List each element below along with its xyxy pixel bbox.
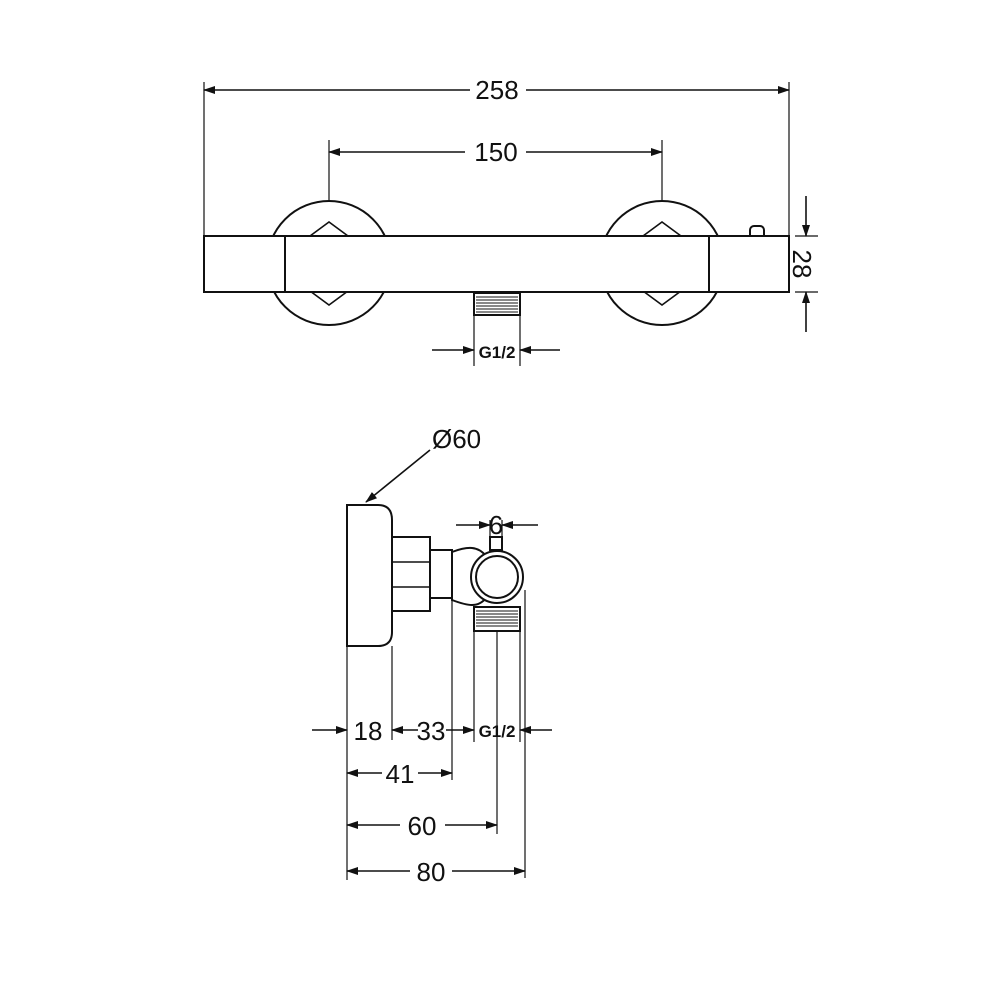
left-hex-nut	[309, 221, 349, 306]
side-view: Ø60 6 18 33 G1/2	[312, 424, 552, 887]
dimension-pin: 6	[456, 510, 538, 540]
safety-pin-side	[489, 536, 503, 551]
dimension-overall-width: 258	[203, 75, 790, 236]
dim-total-depth-label: 80	[417, 857, 446, 887]
dim-to-body-label: 41	[386, 759, 415, 789]
outlet-thread-front	[473, 292, 521, 316]
hex-connector	[391, 536, 453, 612]
front-view: 258 150 28 G1/2	[203, 75, 818, 366]
dim-overall-width-label: 258	[475, 75, 518, 105]
dimension-rosette-diameter: Ø60	[365, 424, 481, 503]
rosette-side-profile	[346, 504, 393, 647]
left-handle-segment	[203, 235, 286, 293]
body-inner-ring	[475, 555, 519, 599]
thermostat-body	[284, 235, 710, 293]
dim-center-distance-label: 150	[474, 137, 517, 167]
dim-outlet-thread-front-label: G1/2	[479, 343, 516, 362]
dimension-to-body: 41	[346, 759, 453, 789]
dimension-total-depth: 80	[346, 857, 526, 887]
dimension-to-outlet-axis: 60	[346, 811, 498, 841]
dim-outlet-thread-side-label: G1/2	[479, 722, 516, 741]
outlet-thread-side	[473, 606, 521, 632]
side-extension-lines	[346, 590, 526, 880]
dim-body-height-label: 28	[787, 250, 817, 279]
dim-rosette-depth-label: 18	[354, 716, 383, 746]
right-hex-nut	[642, 221, 682, 306]
dim-connector-length-label: 33	[417, 716, 446, 746]
dim-to-outlet-axis-label: 60	[408, 811, 437, 841]
dim-rosette-diameter-label: Ø60	[432, 424, 481, 454]
right-handle-segment	[708, 235, 790, 293]
dim-pin-label: 6	[489, 510, 503, 540]
dimension-center-distance: 150	[328, 137, 663, 201]
dimension-body-height: 28	[787, 196, 818, 332]
dimension-row-depth-segments: 18 33 G1/2	[312, 716, 552, 746]
dimension-outlet-thread-front: G1/2	[432, 315, 560, 366]
